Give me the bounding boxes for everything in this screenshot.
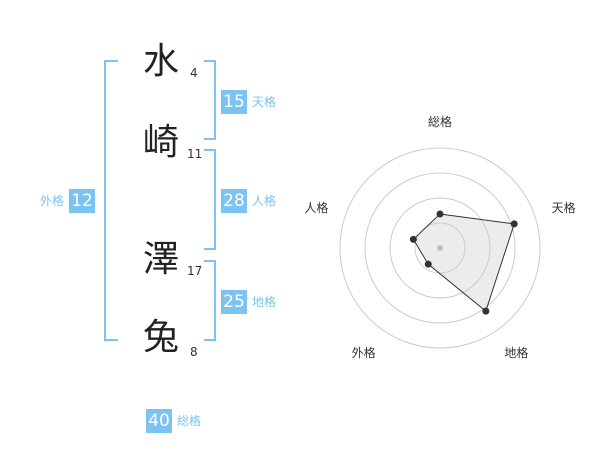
radar-point-外格 [424, 260, 432, 268]
radar-grid [339, 147, 541, 349]
radar-polygon [412, 213, 515, 312]
radar-point-地格 [482, 307, 490, 315]
radar-axis-label-2: 地格 [504, 345, 528, 360]
jinkaku-value: 28 [221, 189, 247, 213]
jinkaku-bracket [204, 149, 216, 250]
name-char-1: 水 [142, 41, 179, 82]
chikaku-bracket [204, 260, 216, 341]
radar-axis-label-0: 総格 [428, 114, 452, 129]
radar-ring-1 [414, 222, 466, 274]
chikaku-value: 25 [221, 290, 247, 314]
radar-point-総格 [436, 210, 444, 218]
radar-axis-label-4: 人格 [304, 200, 328, 215]
radar-series [409, 210, 518, 315]
radar-ring-3 [364, 172, 516, 324]
jinkaku-label: 人格 [252, 194, 277, 208]
name-char-3: 澤 [142, 239, 179, 280]
radar-axis-label-3: 外格 [352, 345, 376, 360]
radar-ring-4 [339, 147, 541, 349]
radar-center [437, 245, 443, 251]
soukaku-group: 40 総格 [146, 409, 201, 433]
stroke-count-1: 4 [190, 66, 198, 80]
tenkaku-group: 15 天格 [221, 90, 276, 114]
tenkaku-bracket [204, 60, 216, 140]
gaikaku-value: 12 [69, 189, 96, 213]
radar-axis-label-1: 天格 [552, 200, 576, 215]
name-char-2: 崎 [142, 122, 179, 163]
tenkaku-label: 天格 [252, 95, 277, 109]
chikaku-group: 25 地格 [221, 290, 276, 314]
jinkaku-group: 28 人格 [221, 189, 276, 213]
tenkaku-value: 15 [221, 90, 247, 114]
stroke-count-3: 17 [187, 264, 203, 278]
radar-point-天格 [510, 220, 518, 228]
radar-ring-2 [389, 197, 491, 299]
name-char-4: 兔 [142, 317, 179, 358]
stroke-count-4: 8 [190, 345, 198, 359]
soukaku-label: 総格 [177, 414, 202, 428]
chikaku-label: 地格 [252, 295, 277, 309]
stroke-count-2: 11 [187, 147, 203, 161]
radar-point-人格 [409, 235, 417, 243]
gaikaku-label: 外格 [40, 194, 65, 208]
gaikaku-group: 12 外格 [40, 189, 96, 213]
soukaku-value: 40 [146, 409, 172, 433]
gaikaku-bracket [104, 60, 118, 341]
